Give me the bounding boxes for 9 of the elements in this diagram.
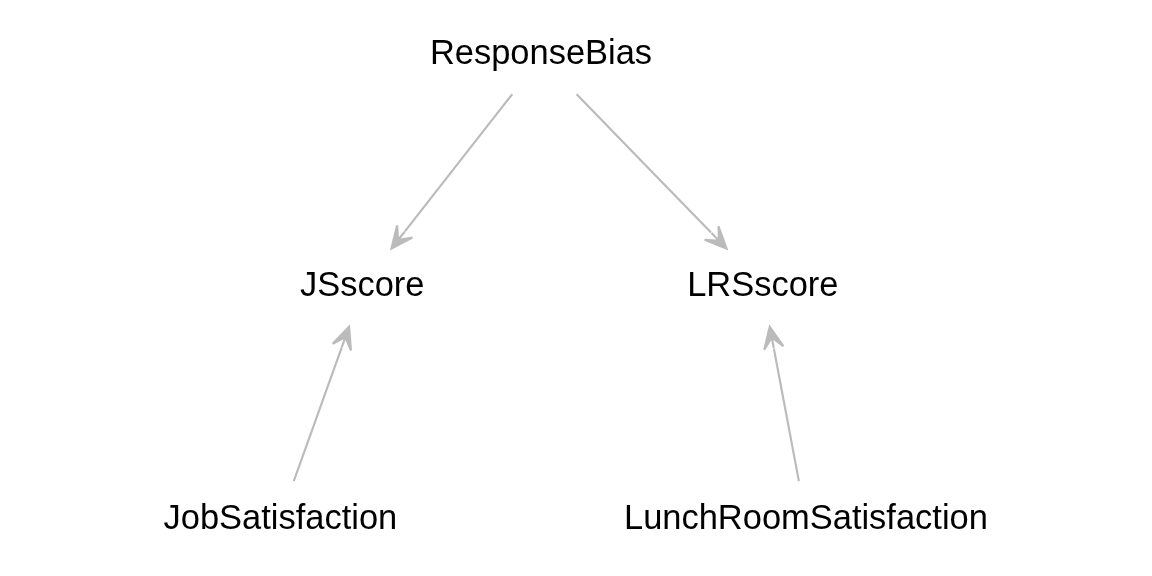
arrow [390,93,514,250]
node-text: JobSatisfaction [163,497,398,536]
node-text: ResponseBias [429,32,653,71]
arrow [575,93,728,250]
node-text: JSscore [300,265,425,304]
arrow [292,325,352,482]
arrow [763,325,800,482]
node-text: LRSscore [687,265,839,304]
node-text: LunchRoomSatisfaction [623,497,988,536]
